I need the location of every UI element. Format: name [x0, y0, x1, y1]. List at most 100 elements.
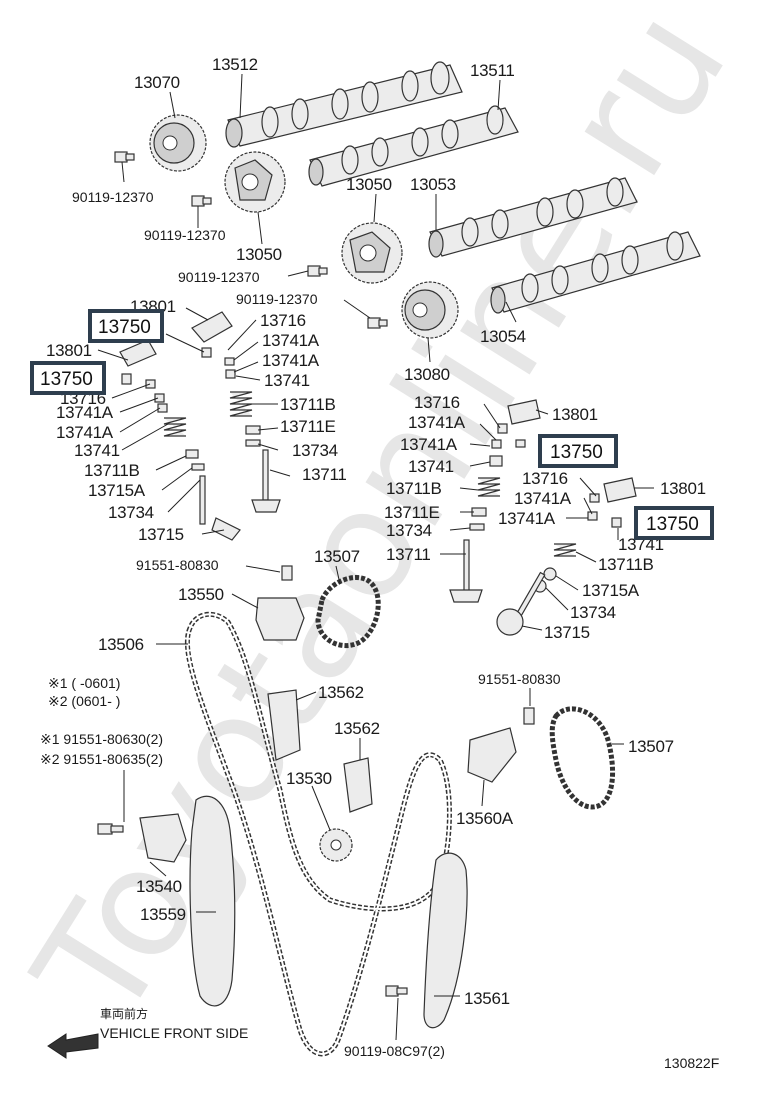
label-13507-a: 13507 — [314, 547, 360, 566]
highlight-label: 13750 — [40, 369, 93, 390]
label-13550: 13550 — [178, 585, 224, 604]
label-13734-c: 13734 — [386, 521, 432, 540]
application-notes: ※1 ( -0601) ※2 (0601- ) ※1 91551-80630(2… — [40, 675, 163, 767]
note-2: ※2 (0601- ) — [48, 693, 120, 709]
direction-en: VEHICLE FRONT SIDE — [100, 1025, 248, 1041]
label-13070: 13070 — [134, 73, 180, 92]
label-13711E-a: 13711E — [280, 417, 336, 436]
vehicle-front-indicator: 車両前方 VEHICLE FRONT SIDE — [47, 1006, 248, 1059]
direction-jp: 車両前方 — [100, 1006, 148, 1021]
label-13801-c: 13801 — [552, 405, 598, 424]
note-3: ※1 91551-80630(2) — [40, 731, 163, 747]
label-90119-a: 90119-12370 — [72, 189, 154, 205]
label-13711-b: 13711 — [386, 545, 431, 564]
part-labels: 13070 13512 13511 90119-12370 90119-1237… — [46, 55, 706, 1059]
label-13715A-b: 13715A — [582, 581, 640, 600]
tensioner-13560A — [467, 707, 535, 783]
bolt-icon — [114, 151, 388, 329]
valve-right — [449, 539, 546, 636]
label-13711E-b: 13711E — [384, 503, 440, 522]
label-13741A-f: 13741A — [400, 435, 458, 454]
label-13711-a: 13711 — [302, 465, 347, 484]
tensioner-13540 — [97, 813, 187, 863]
label-13540: 13540 — [136, 877, 182, 896]
label-13561: 13561 — [464, 989, 510, 1008]
label-90119-b: 90119-12370 — [144, 227, 226, 243]
label-13715-b: 13715 — [544, 623, 590, 642]
sprocket-13050-lower — [341, 222, 403, 284]
label-13080: 13080 — [404, 365, 450, 384]
rocker-arm-right — [489, 399, 637, 528]
highlight-label: 13750 — [550, 442, 603, 463]
leader-lines — [97, 73, 654, 1041]
label-13734-d: 13734 — [570, 603, 616, 622]
rocker-arm-left — [119, 311, 236, 413]
label-91551-b: 91551-80830 — [478, 671, 561, 687]
label-13716-c: 13716 — [414, 393, 460, 412]
sprocket-13530 — [319, 828, 353, 862]
chain-guide-13559 — [189, 795, 236, 1007]
label-90119-d: 90119-12370 — [236, 291, 318, 307]
bolt-icon — [385, 985, 408, 997]
highlight-13750-a[interactable]: 13750 — [88, 309, 164, 343]
label-13801-d: 13801 — [660, 479, 706, 498]
chain-damper-13562 — [267, 689, 373, 813]
camshaft-13054 — [490, 231, 701, 314]
label-13734-a: 13734 — [108, 503, 154, 522]
label-13741A-e: 13741A — [408, 413, 466, 432]
label-13741-c: 13741 — [408, 457, 454, 476]
label-90119-e: 90119-08C97(2) — [344, 1043, 445, 1059]
label-13507-b: 13507 — [628, 737, 674, 756]
label-13562-b: 13562 — [334, 719, 380, 738]
label-13711B-d: 13711B — [598, 555, 654, 574]
timing-chain-13507-lower — [549, 706, 616, 810]
label-13741A-g: 13741A — [514, 489, 572, 508]
label-13053: 13053 — [410, 175, 456, 194]
note-1: ※1 ( -0601) — [48, 675, 120, 691]
vvt-gear-13080 — [401, 281, 459, 339]
label-13741A-a: 13741A — [262, 331, 320, 350]
label-13711B-a: 13711B — [84, 461, 140, 480]
label-13741A-c: 13741A — [56, 403, 114, 422]
highlight-label: 13750 — [98, 317, 151, 338]
chain-guide-13561 — [423, 852, 468, 1029]
figure-code: 130822F — [664, 1055, 719, 1071]
label-13530: 13530 — [286, 769, 332, 788]
camshaft-13511 — [308, 105, 519, 187]
label-13715A-a: 13715A — [88, 481, 146, 500]
label-13559: 13559 — [140, 905, 186, 924]
label-13741-a: 13741 — [264, 371, 310, 390]
label-13711B-b: 13711B — [280, 395, 336, 414]
label-13562-a: 13562 — [318, 683, 364, 702]
label-13054: 13054 — [480, 327, 526, 346]
sprocket-13050-upper — [224, 151, 286, 213]
highlight-13750-b[interactable]: 13750 — [30, 361, 106, 395]
camshaft-13512 — [225, 61, 463, 148]
label-13741-b: 13741 — [74, 441, 120, 460]
timing-chain-13506 — [184, 611, 452, 1057]
timing-chain-13507-upper — [315, 574, 381, 649]
label-13506: 13506 — [98, 635, 144, 654]
label-90119-c: 90119-12370 — [178, 269, 260, 285]
label-13050-b: 13050 — [346, 175, 392, 194]
label-13734-b: 13734 — [292, 441, 338, 460]
label-91551-a: 91551-80830 — [136, 557, 219, 573]
label-13711B-c: 13711B — [386, 479, 442, 498]
label-13741A-h: 13741A — [498, 509, 556, 528]
camshaft-13053 — [428, 177, 638, 258]
label-13715-a: 13715 — [138, 525, 184, 544]
label-13511: 13511 — [470, 61, 515, 80]
highlight-13750-c[interactable]: 13750 — [538, 434, 618, 468]
label-13512: 13512 — [212, 55, 258, 74]
arrow-left-icon — [47, 1033, 99, 1059]
label-13560A: 13560A — [456, 809, 514, 828]
label-13716-d: 13716 — [522, 469, 568, 488]
highlight-13750-d[interactable]: 13750 — [634, 506, 714, 540]
label-13716-a: 13716 — [260, 311, 306, 330]
valve-left — [199, 449, 281, 541]
label-13741A-d: 13741A — [56, 423, 114, 442]
highlight-label: 13750 — [646, 514, 699, 535]
label-13050-a: 13050 — [236, 245, 282, 264]
label-13801-b: 13801 — [46, 341, 92, 360]
